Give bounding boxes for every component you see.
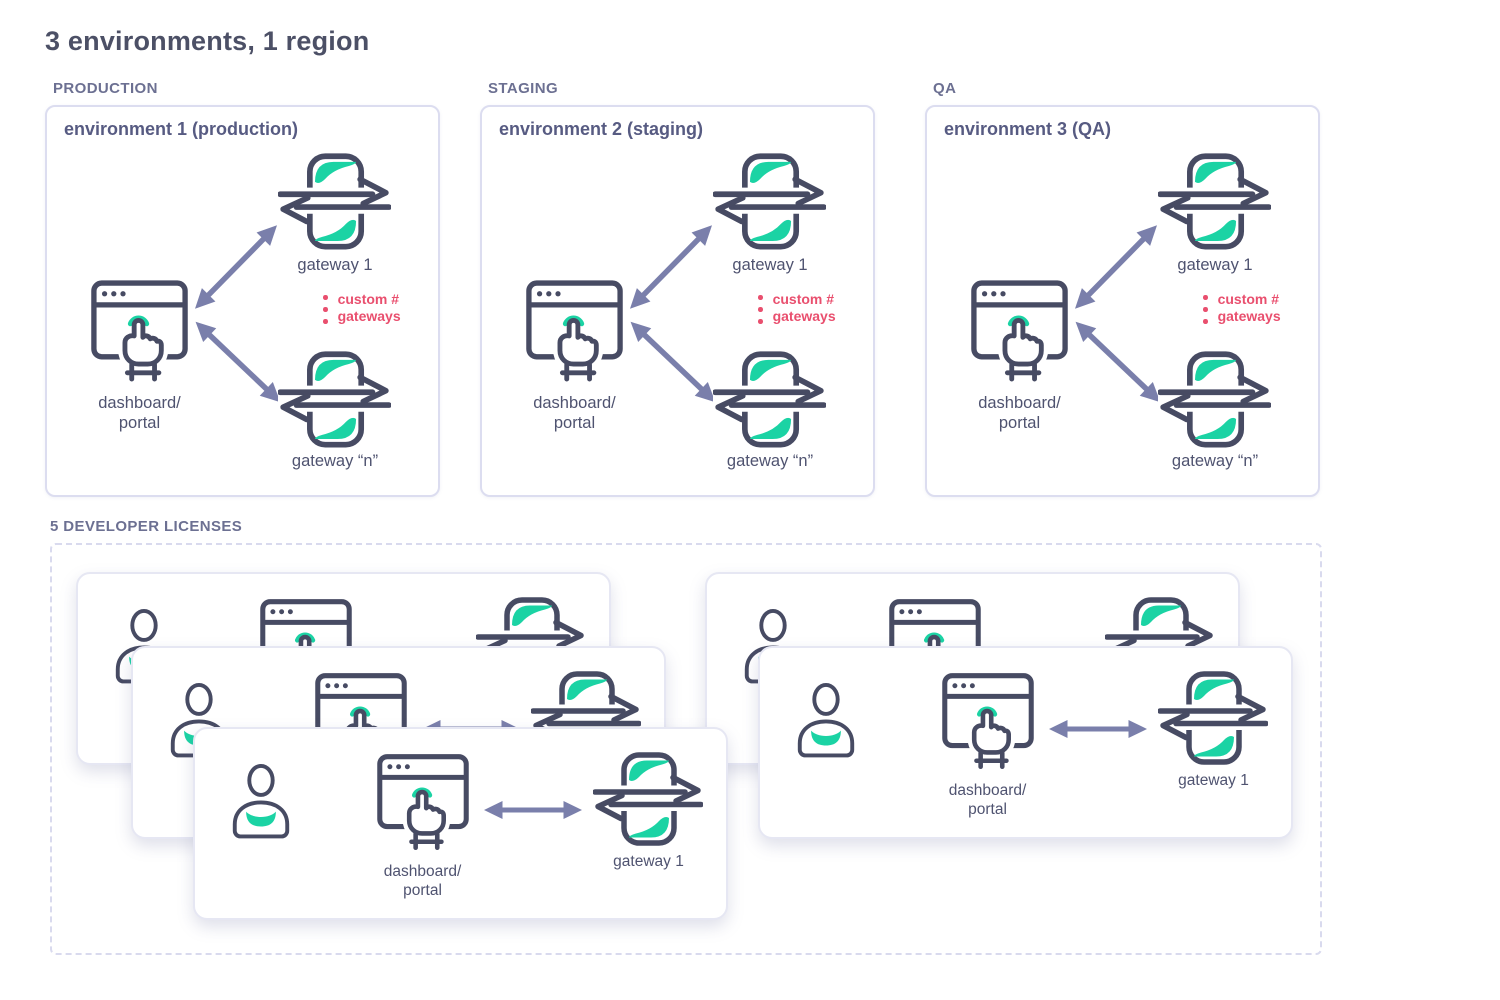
section-label-production: PRODUCTION <box>53 80 158 97</box>
dashboard-portal-icon <box>91 279 188 388</box>
dashboard-portal-icon <box>526 279 623 388</box>
dashboard-portal-label: dashboard/ portal <box>952 393 1087 433</box>
gateway-icon <box>278 152 391 255</box>
environment-card-staging: environment 2 (staging) gateway 1 custom… <box>480 105 875 497</box>
environment-column-staging: STAGING environment 2 (staging) gateway … <box>480 80 875 497</box>
ellipsis-dots-icon <box>758 291 763 324</box>
custom-note-line1: custom # <box>772 291 835 307</box>
dashboard-label-line2: portal <box>403 881 442 899</box>
gateway-n-label: gateway “n” <box>1171 452 1259 470</box>
gateway-icon <box>278 350 391 453</box>
dashboard-label-line1: dashboard/ <box>948 782 1027 799</box>
gateway-icon <box>1158 152 1271 255</box>
custom-gateways-note: custom # gateways <box>323 291 401 324</box>
dashboard-portal-icon <box>377 753 469 856</box>
dashboard-label-line1: dashboard/ <box>383 863 462 880</box>
developer-license-card: dashboard/ portal gateway 1 <box>758 646 1293 839</box>
custom-note-line1: custom # <box>1217 291 1280 307</box>
gateway-1-label: gateway 1 <box>297 256 373 274</box>
gateway-1-label: gateway 1 <box>732 256 808 274</box>
double-arrow-icon <box>1049 720 1147 738</box>
environment-header: environment 2 (staging) <box>499 119 704 139</box>
dashboard-portal-label: dashboard/ portal <box>920 782 1055 820</box>
developer-icon <box>794 681 858 759</box>
gateway-1-label: gateway 1 <box>613 853 684 870</box>
environment-card-qa: environment 3 (QA) gateway 1 custom # ga… <box>925 105 1320 497</box>
custom-gateways-note: custom # gateways <box>1203 291 1281 324</box>
dashboard-label-line2: portal <box>553 414 596 433</box>
dashboard-label-line2: portal <box>968 800 1007 818</box>
gateway-n-label: gateway “n” <box>291 452 379 470</box>
dashboard-label-line2: portal <box>118 414 161 433</box>
ellipsis-dots-icon <box>1203 291 1208 324</box>
custom-note-line2: gateways <box>772 307 836 324</box>
custom-note-line2: gateways <box>1217 307 1281 324</box>
dashboard-label-line2: portal <box>998 414 1041 433</box>
gateway-icon <box>1158 670 1268 770</box>
double-arrow-icon <box>484 801 582 819</box>
dashboard-portal-label: dashboard/ portal <box>355 863 490 901</box>
gateway-icon <box>1158 350 1271 453</box>
environment-header: environment 3 (QA) <box>944 119 1112 139</box>
developer-licenses-container <box>50 543 1322 955</box>
dashboard-portal-icon <box>971 279 1068 388</box>
environment-column-qa: QA environment 3 (QA) gateway 1 custom #… <box>925 80 1320 497</box>
environment-column-production: PRODUCTION environment 1 (production) ga… <box>45 80 440 497</box>
ellipsis-dots-icon <box>323 291 328 324</box>
dashboard-portal-label: dashboard/ portal <box>72 393 207 433</box>
environment-header: environment 1 (production) <box>64 119 298 139</box>
page-title: 3 environments, 1 region <box>45 26 370 56</box>
gateway-1-label: gateway 1 <box>1178 772 1249 789</box>
gateway-1-label: gateway 1 <box>1177 256 1253 274</box>
custom-gateways-note: custom # gateways <box>758 291 836 324</box>
dashboard-label-line1: dashboard/ <box>98 394 181 412</box>
gateway-icon <box>713 350 826 453</box>
developer-icon <box>229 762 293 840</box>
gateway-icon <box>593 751 703 851</box>
environment-card-production: environment 1 (production) gateway 1 cus… <box>45 105 440 497</box>
section-label-staging: STAGING <box>488 80 559 97</box>
section-label-developer-licenses: 5 DEVELOPER LICENSES <box>50 518 243 535</box>
gateway-n-label: gateway “n” <box>726 452 814 470</box>
dashboard-portal-label: dashboard/ portal <box>507 393 642 433</box>
dashboard-label-line1: dashboard/ <box>978 394 1061 412</box>
dashboard-label-line1: dashboard/ <box>533 394 616 412</box>
section-label-qa: QA <box>933 80 957 97</box>
custom-note-line1: custom # <box>337 291 400 307</box>
gateway-icon <box>713 152 826 255</box>
developer-license-card: dashboard/ portal gateway 1 <box>193 727 728 920</box>
custom-note-line2: gateways <box>337 307 401 324</box>
dashboard-portal-icon <box>942 672 1034 775</box>
